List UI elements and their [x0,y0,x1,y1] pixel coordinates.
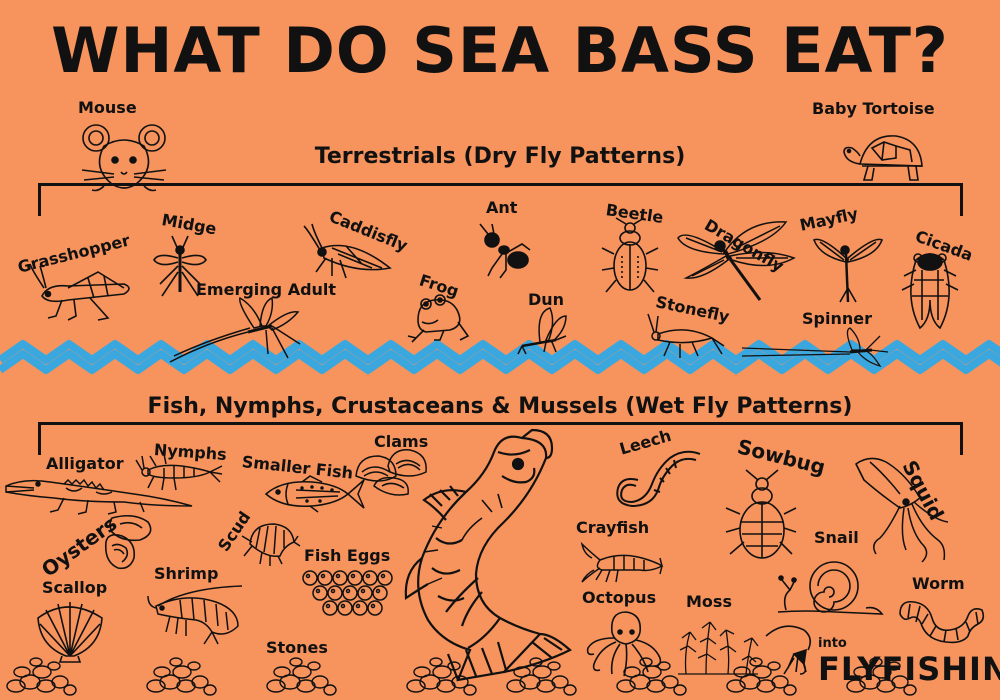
scallop-icon [32,596,108,662]
frog-icon [404,292,470,342]
label-crayfish: Crayfish [576,518,650,537]
label-worm: Worm [912,574,965,593]
stones-row [0,656,1000,700]
label-baby-tortoise: Baby Tortoise [812,99,935,118]
shrimp-icon [146,586,246,646]
label-moss: Moss [686,592,732,611]
dun-icon [516,306,576,356]
label-stones: Stones [266,638,328,657]
midge-icon [150,234,210,304]
bracket-aquatic [38,422,963,455]
logo-prefix: into [818,636,847,651]
squid-icon [850,454,950,564]
stonefly-icon [646,312,726,360]
fish-eggs-icon [298,570,392,626]
label-emerging-adult: Emerging Adult [196,280,337,299]
label-dun: Dun [528,290,565,309]
caddisfly-icon [302,224,392,284]
emerging-adult-icon [168,296,318,366]
alligator-icon [4,470,194,516]
oysters-icon [100,512,160,572]
dragonfly-icon [676,218,796,308]
beetle-icon [600,218,660,298]
crayfish-icon [580,540,664,586]
mayfly-icon [812,232,884,302]
page-title: WHAT DO SEA BASS EAT? [51,14,949,87]
leech-icon [614,446,704,506]
scud-icon [240,516,300,566]
fly-lure-icon [764,620,824,676]
label-scallop: Scallop [42,578,108,597]
brand-logo: into FLYFISHING [818,634,1000,692]
octopus-icon [584,608,664,678]
spinner-icon [740,326,890,376]
mouse-icon [74,120,174,195]
label-alligator: Alligator [46,454,124,473]
grasshopper-icon [28,262,138,322]
ant-icon [478,224,534,280]
label-shrimp: Shrimp [154,564,219,583]
clams-icon [352,446,432,496]
label-spinner: Spinner [802,309,872,328]
label-snail: Snail [814,528,859,547]
label-octopus: Octopus [582,588,657,607]
sowbug-icon [724,470,798,562]
cicada-icon [900,240,960,330]
water-wave [0,338,1000,378]
label-mouse: Mouse [78,98,137,117]
tortoise-icon [838,126,928,186]
nymph-icon [134,452,224,492]
section-title-aquatic: Fish, Nymphs, Crustaceans & Mussels (Wet… [147,394,853,419]
moss-icon [676,612,760,676]
section-title-terrestrials: Terrestrials (Dry Fly Patterns) [314,144,686,169]
sea-bass-icon [402,428,578,684]
label-fish-eggs: Fish Eggs [304,546,391,565]
bracket-terrestrials [38,183,963,216]
smaller-fish-icon [262,474,366,514]
snail-icon [776,556,886,616]
logo-brand: FLYFISHING [818,650,1000,688]
label-clams: Clams [374,432,429,451]
label-ant: Ant [486,198,518,217]
worm-icon [896,596,986,646]
